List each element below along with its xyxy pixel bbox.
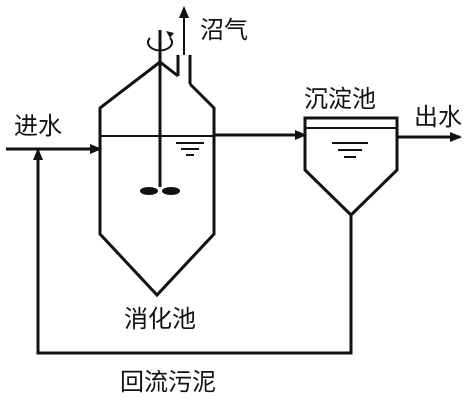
sedimentation-water-level-icon (332, 142, 368, 158)
inlet-label: 进水 (14, 112, 62, 140)
outlet-label: 出水 (414, 103, 462, 131)
sedimentation-tank-outline (303, 116, 399, 218)
digester-label: 消化池 (124, 305, 196, 333)
return-sludge-label: 回流污泥 (120, 368, 216, 396)
digester-water-level-icon (176, 142, 204, 156)
mixer-rotation-icon (147, 37, 173, 52)
return-sludge-line (36, 162, 353, 355)
biogas-label: 沼气 (200, 16, 248, 44)
digester-tank (98, 30, 216, 298)
sedimentation-tank (303, 116, 399, 218)
mixer-impeller-icon (140, 187, 180, 195)
sedimentation-tank-label: 沉淀池 (304, 85, 376, 113)
gas-chimney (176, 55, 192, 84)
digester-outline (98, 60, 216, 298)
